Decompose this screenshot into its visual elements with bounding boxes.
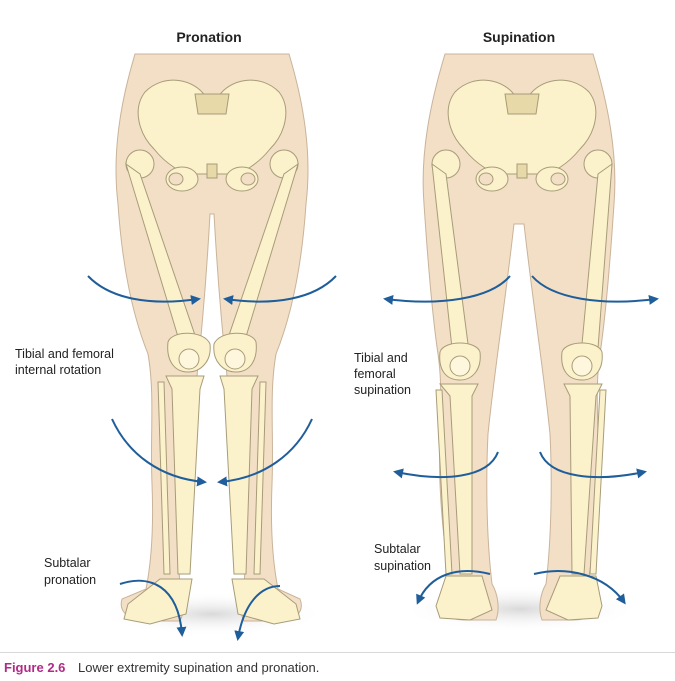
right-thigh-arrow	[223, 275, 337, 305]
right-shin-arrow	[539, 451, 647, 479]
left-thigh-arrow	[87, 275, 201, 305]
pronation-rotation-label-1: Tibial and femoral	[15, 347, 114, 361]
femurs	[125, 149, 299, 373]
right-thigh-arrow	[531, 275, 659, 305]
figure-number: Figure 2.6	[4, 660, 66, 675]
floor-shadow	[400, 585, 640, 633]
pronation-subtalar-label-2: pronation	[44, 573, 96, 587]
supination-rotation-label-3: supination	[354, 383, 411, 397]
lower-leg-bones	[435, 383, 607, 575]
supination-panel: Supination	[354, 29, 659, 633]
left-thigh-arrow	[383, 275, 511, 305]
supination-subtalar-label-2: supination	[374, 559, 431, 573]
right-shin-arrow	[217, 418, 313, 487]
figure-caption: Figure 2.6 Lower extremity supination an…	[0, 652, 675, 681]
pronation-rotation-label-2: internal rotation	[15, 363, 101, 377]
left-shin-arrow	[393, 451, 499, 479]
supination-arrows	[383, 275, 659, 605]
supination-subtalar-label-1: Subtalar	[374, 542, 421, 556]
femurs	[431, 149, 613, 381]
feet	[123, 578, 301, 625]
pronation-title: Pronation	[176, 29, 241, 45]
pronation-panel: Pronation	[15, 29, 337, 641]
caption-text: Lower extremity supination and pronation…	[78, 660, 320, 675]
left-foot-arrow	[416, 570, 491, 605]
supination-rotation-label-1: Tibial and	[354, 351, 408, 365]
supination-rotation-label-2: femoral	[354, 367, 396, 381]
right-foot-arrow	[533, 570, 626, 605]
pelvis	[447, 79, 597, 192]
left-foot-arrow	[119, 579, 187, 637]
pronation-subtalar-label-1: Subtalar	[44, 556, 91, 570]
right-foot-arrow	[234, 585, 281, 641]
lower-leg-bones	[157, 375, 267, 575]
pronation-arrows	[87, 275, 337, 641]
pelvis	[137, 79, 287, 192]
feet	[435, 575, 603, 621]
left-shin-arrow	[111, 418, 207, 487]
supination-title: Supination	[483, 29, 555, 45]
